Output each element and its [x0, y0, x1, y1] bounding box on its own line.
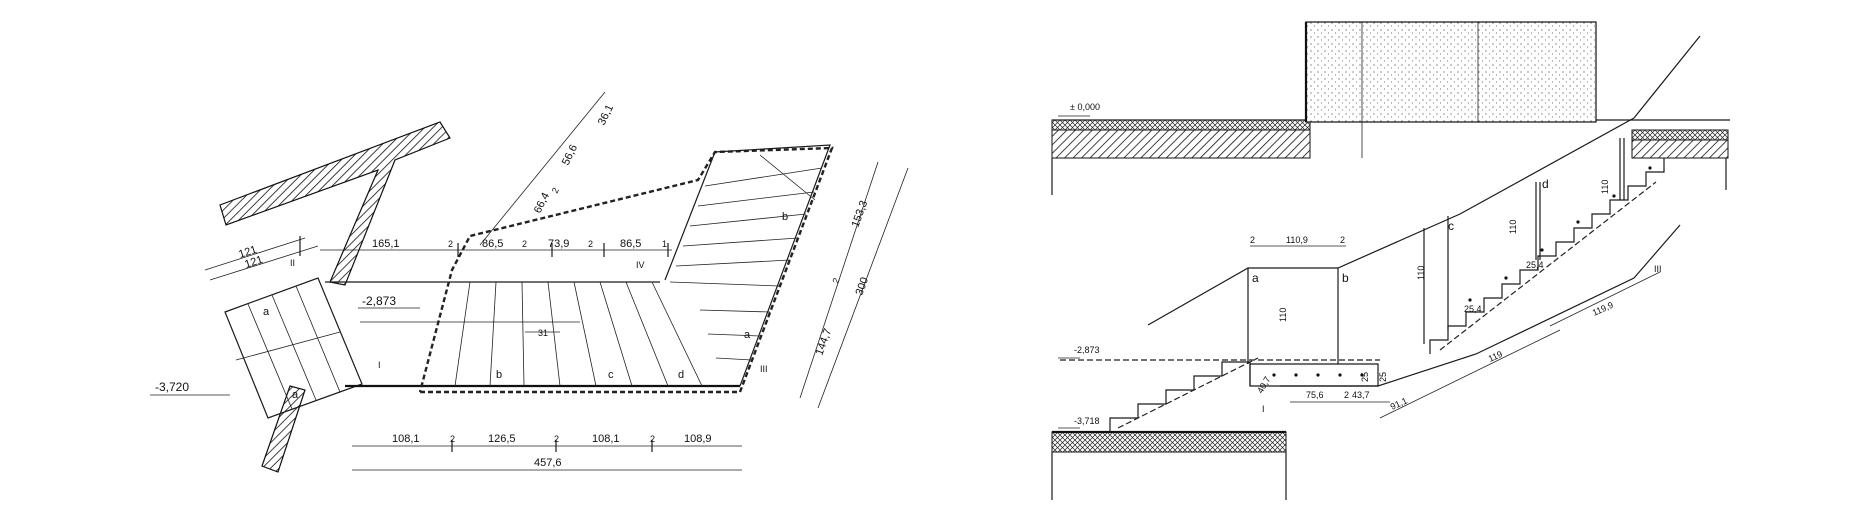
plan-mark-II: II: [290, 258, 295, 268]
section-dim-25b: 25: [1378, 372, 1388, 382]
plan-mark-I: I: [378, 360, 381, 370]
plan-view: 121 121 165,1 2 86,5 2 73,9 2 86,5 1 66,…: [150, 91, 909, 473]
section-mark-III: III: [1654, 264, 1662, 274]
plan-upper-flight: [664, 144, 831, 387]
section-steps-upper: [1429, 158, 1665, 354]
plan-mark-III: III: [760, 364, 768, 374]
plan-dim-ticks: [299, 236, 669, 452]
section-dimension-lines: [1250, 245, 1661, 419]
plan-mark-d: d: [678, 369, 684, 381]
section-posts: [1247, 138, 1625, 364]
plan-flight-dashed: [418, 146, 834, 394]
section-dim-2c: 2: [1344, 390, 1349, 400]
section-wall-panel: [1305, 21, 1597, 123]
section-upper-slab-right: [1631, 129, 1729, 141]
plan-mark-a2: a: [292, 389, 299, 401]
plan-dim-165: 165,1: [372, 238, 400, 250]
plan-flight-treads: [454, 281, 703, 387]
plan-dim-66: 66,4: [532, 191, 552, 216]
plan-mark-c: c: [608, 369, 614, 381]
plan-wall-lower: [261, 385, 306, 473]
plan-dim-144: 144,7: [814, 327, 835, 357]
section-level-low: -3,718: [1074, 416, 1100, 426]
section-steps-lower-dashed: [1117, 357, 1259, 429]
plan-dim-diag-2: 2: [550, 186, 561, 195]
section-dim-110-9: 110,9: [1286, 235, 1308, 245]
section-dim-110b: 110: [1416, 266, 1426, 280]
plan-dim-b2a: 2: [450, 434, 455, 444]
section-dim-110d: 110: [1600, 180, 1610, 194]
section-lower-slab: [1051, 431, 1287, 453]
section-dim-110c: 110: [1508, 220, 1518, 234]
section-dim-40-7: 40,7: [1255, 375, 1272, 395]
section-landing: [1249, 363, 1379, 387]
section-steps-lower: [1109, 361, 1251, 432]
plan-lower-landing-treads: [235, 285, 341, 410]
plan-dim-153: 153,3: [850, 199, 871, 229]
plan-dim-2b: 2: [522, 239, 527, 249]
plan-dim-56: 56,6: [560, 143, 580, 168]
plan-mark-b: b: [496, 369, 502, 381]
plan-dim-right-2: 2: [830, 277, 841, 285]
plan-dim-b2c: 2: [650, 434, 655, 444]
section-dim-43-7: 43,7: [1352, 390, 1370, 400]
plan-dim-31: 31: [538, 328, 548, 338]
section-mark-d: d: [1542, 177, 1549, 191]
section-dim-25-4a: 25,4: [1464, 304, 1482, 314]
section-upper-slab-left: [1051, 119, 1311, 131]
plan-mark-a3: a: [744, 329, 751, 341]
plan-dim-121b: 121: [243, 254, 264, 271]
plan-dim-total: 457,6: [534, 457, 562, 469]
plan-mark-a1: a: [263, 306, 270, 318]
section-upper-slab-hatch: [1051, 129, 1311, 159]
section-dim-75-6: 75,6: [1306, 390, 1324, 400]
plan-mark-b2: b: [782, 211, 788, 223]
plan-dim-1: 1: [662, 239, 667, 249]
section-anchor-dots: [1272, 166, 1652, 377]
section-level-mid: -2,873: [1074, 345, 1100, 355]
section-dim-2a: 2: [1250, 235, 1255, 245]
plan-wall-upper: [219, 121, 451, 286]
plan-dim-2c: 2: [588, 239, 593, 249]
plan-lower-landing: [224, 277, 363, 419]
plan-dim-121a: 121: [237, 244, 258, 261]
section-mark-a: a: [1252, 271, 1259, 285]
plan-dim-300: 300: [854, 276, 872, 297]
section-upper-slab-right-hatch: [1631, 139, 1729, 159]
section-level-top: ± 0,000: [1070, 102, 1100, 112]
section-dim-119-9: 119,9: [1591, 300, 1615, 318]
plan-dim-108a: 108,1: [392, 433, 420, 445]
plan-level-upper: -2,873: [362, 294, 396, 308]
plan-dim-108b: 108,1: [592, 433, 620, 445]
plan-dim-86b: 86,5: [620, 238, 641, 250]
plan-dim-b2b: 2: [554, 434, 559, 444]
section-dim-91-1: 91,1: [1389, 396, 1409, 412]
section-dim-25-4b: 25,4: [1526, 260, 1544, 270]
section-mark-b: b: [1342, 271, 1349, 285]
plan-mark-IV: IV: [636, 260, 645, 270]
plan-upper-flight-treads: [669, 154, 823, 361]
plan-dim-36: 36,1: [596, 103, 616, 128]
plan-dim-86a: 86,5: [482, 238, 503, 250]
plan-dim-2a: 2: [448, 239, 453, 249]
section-dim-2b: 2: [1340, 235, 1345, 245]
section-mark-c: c: [1448, 219, 1454, 233]
plan-dim-108c: 108,9: [684, 433, 712, 445]
plan-dim-126: 126,5: [488, 433, 516, 445]
section-dim-119: 119: [1487, 349, 1504, 364]
plan-level-lower: -3,720: [155, 380, 189, 394]
section-view: ± 0,000 -2,873 -3,718 2 110,9 2 110 110 …: [1051, 21, 1730, 500]
section-mark-I: I: [1262, 404, 1265, 414]
section-dim-110a: 110: [1278, 308, 1288, 322]
section-dim-25a: 25: [1360, 372, 1370, 382]
plan-dim-73: 73,9: [548, 238, 569, 250]
plan-dimension-lines: [150, 91, 909, 471]
section-steps-upper-dashed: [1439, 181, 1657, 351]
